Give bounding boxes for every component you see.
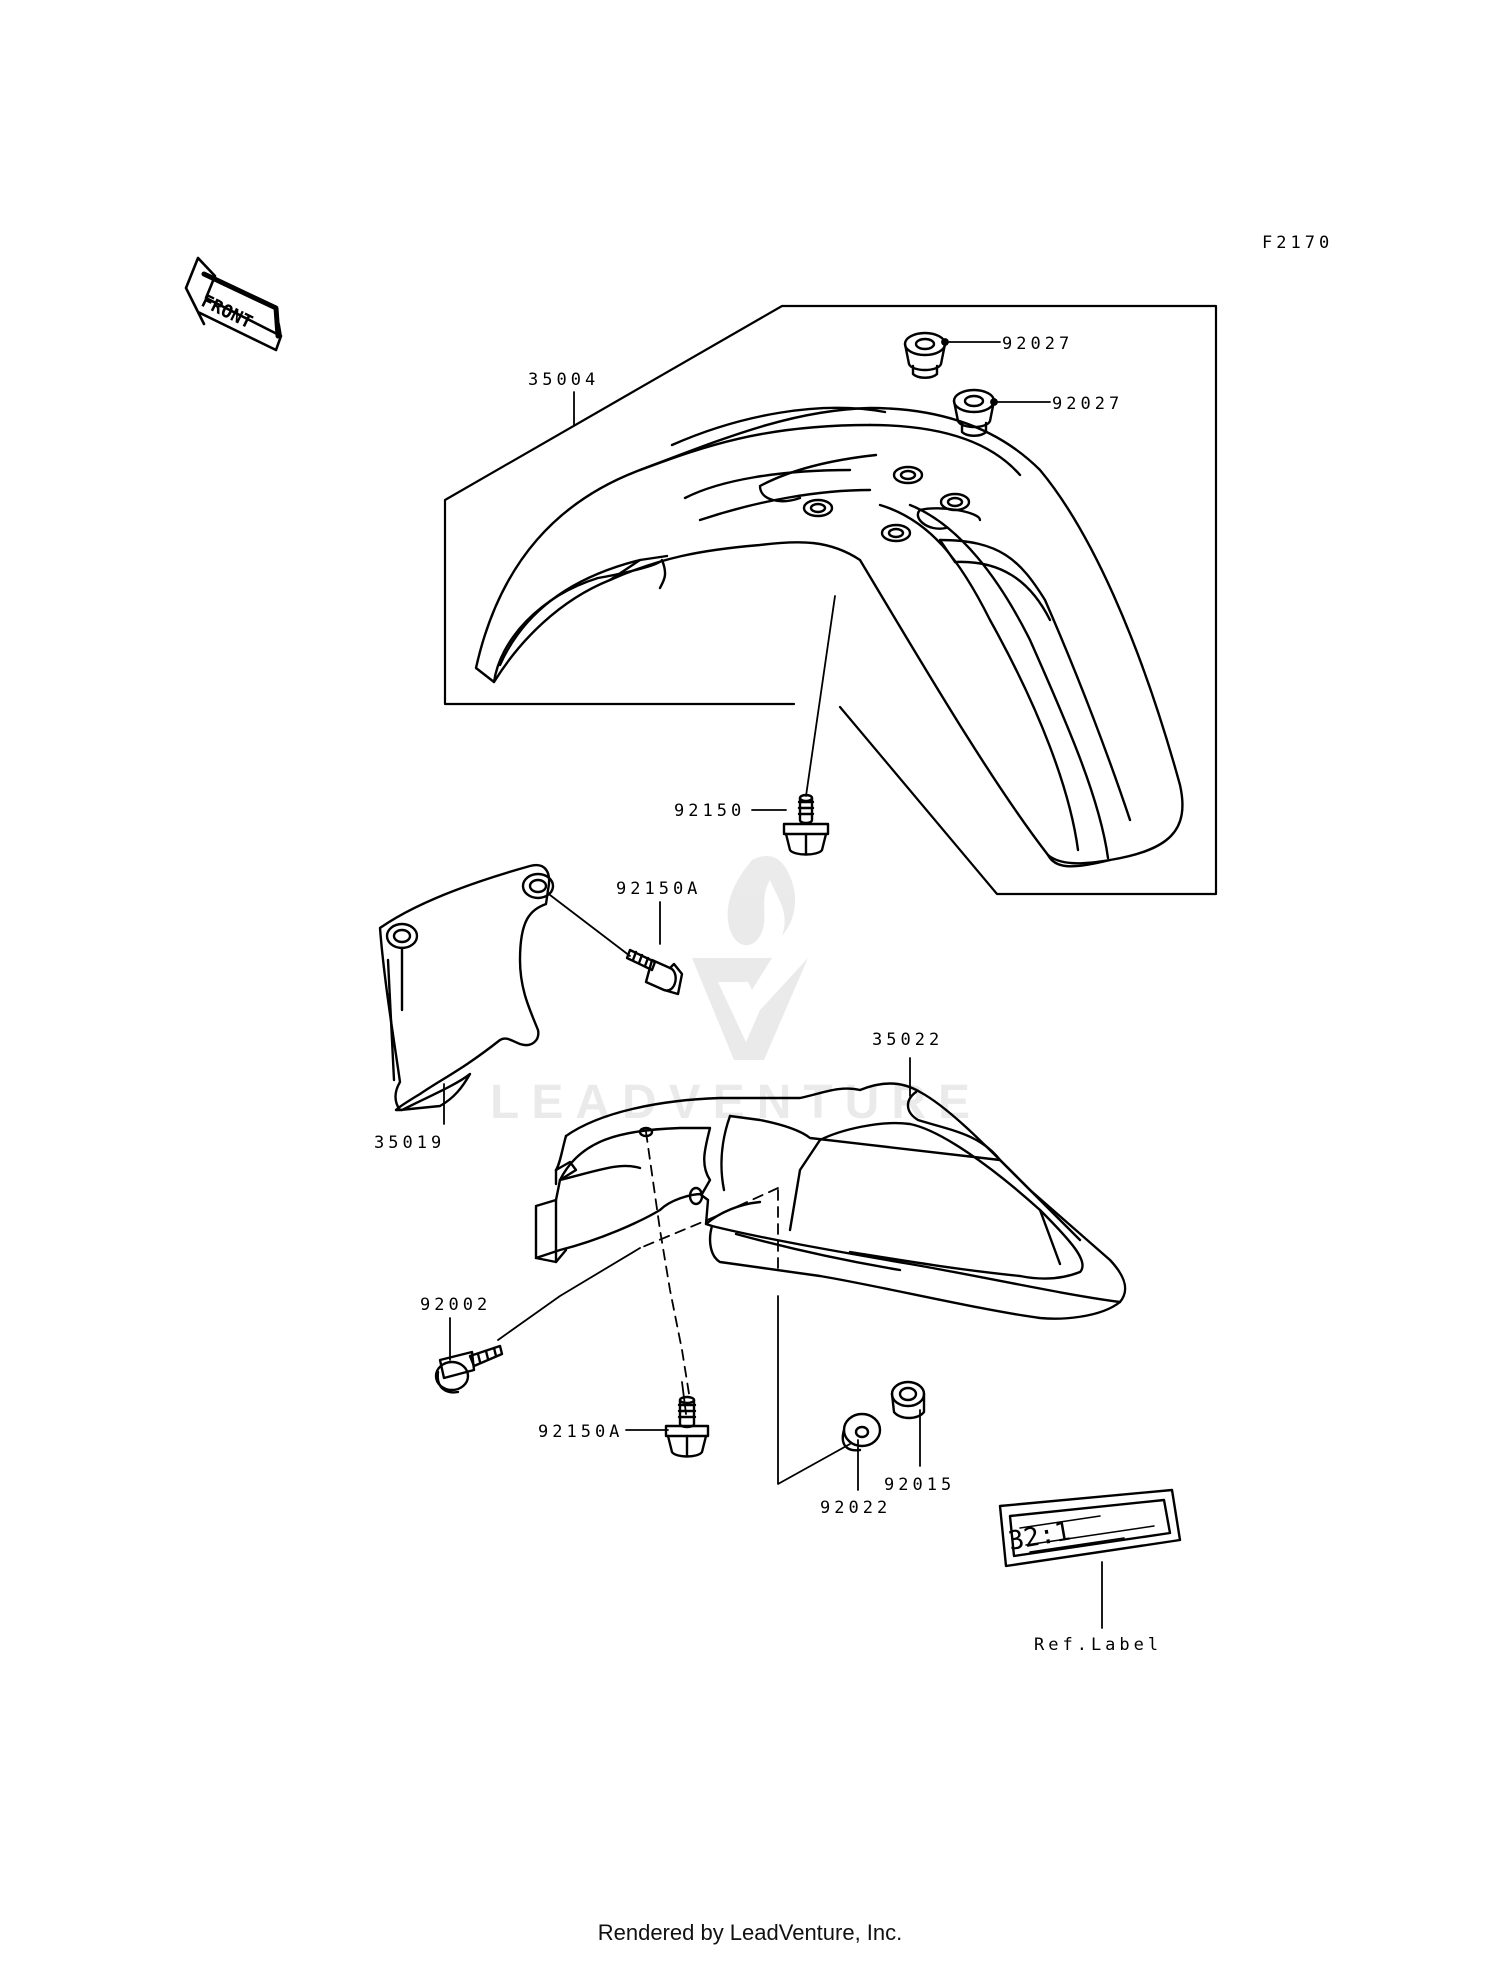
- bolt-92150-icon: [782, 793, 830, 856]
- label-35022: 35022: [872, 1030, 943, 1050]
- label-92150A-top: 92150A: [616, 879, 701, 899]
- label-ref-label: Ref.Label: [1034, 1635, 1162, 1655]
- label-92002: 92002: [420, 1295, 491, 1315]
- label-35019: 35019: [374, 1133, 445, 1153]
- watermark: LEADVENTURE: [490, 856, 982, 1129]
- watermark-text: LEADVENTURE: [490, 1076, 982, 1129]
- label-92022: 92022: [820, 1498, 891, 1518]
- ref-label-text: 32:1: [1006, 1516, 1073, 1556]
- ref-label-sticker: 32:1: [998, 1488, 1182, 1568]
- nut-92015-icon: [890, 1380, 926, 1420]
- fender-brace-35019: [378, 863, 555, 1112]
- label-92150: 92150: [674, 801, 745, 821]
- label-92015: 92015: [884, 1475, 955, 1495]
- label-92027-top: 92027: [1002, 334, 1073, 354]
- grommet-92027-bottom-icon: [952, 388, 996, 437]
- bolt-92002-icon: [434, 1344, 504, 1394]
- rear-fender-35022: [534, 1082, 1127, 1320]
- label-92027-bottom: 92027: [1052, 394, 1123, 414]
- grommet-92027-top-icon: [903, 331, 947, 379]
- footer-credit: Rendered by LeadVenture, Inc.: [597, 1920, 903, 1945]
- front-fender-group-box: [443, 304, 1218, 896]
- flame-logo-icon: [727, 856, 796, 946]
- figure-code: F2170: [1262, 233, 1333, 253]
- part-labels: 35004 92027 92027 92150 92150A 35019 350…: [374, 334, 1162, 1655]
- front-fender-35004: [474, 406, 1184, 868]
- front-arrow-icon: FRONT: [184, 256, 283, 352]
- bolt-92150A-bottom-icon: [664, 1395, 710, 1458]
- bolt-92150A-top-icon: [625, 948, 684, 996]
- label-35004: 35004: [528, 370, 599, 390]
- label-92150A-bottom: 92150A: [538, 1422, 623, 1442]
- v-logo-icon: [692, 958, 808, 1060]
- washer-92022-icon: [841, 1412, 882, 1452]
